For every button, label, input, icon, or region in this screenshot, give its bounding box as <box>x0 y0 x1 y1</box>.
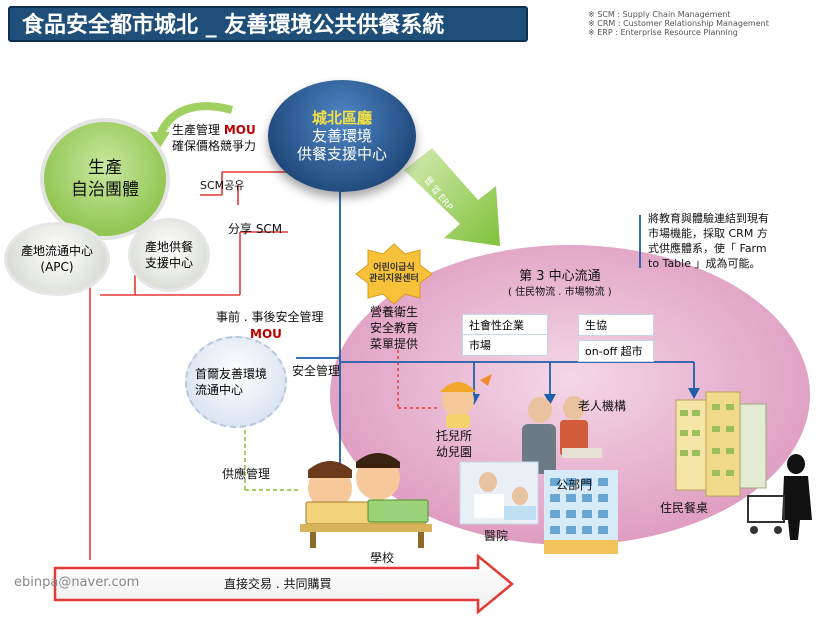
district-line-2: 友善環境 <box>311 127 372 145</box>
crm-note-line-2: 市場機能，採取 CRM 方 <box>648 227 768 240</box>
crm-note-line-1: 將教育與體驗連結到現有 <box>648 212 769 225</box>
mou-top-label: 生產管理 MOU <box>172 122 256 138</box>
district-name: 城北區廳 <box>311 109 372 127</box>
district-office-node: 城北區廳 友善環境 供餐支援中心 <box>268 80 416 192</box>
legend-crm: ※ CRM : Customer Relationship Management <box>588 19 769 28</box>
badge-line-2: 관리지원센터 <box>369 274 419 284</box>
residents-label: 住民餐桌 <box>660 501 709 515</box>
nutrition-line-2: 安全教育 <box>370 321 419 335</box>
legend: ※ SCM : Supply Chain Management ※ CRM : … <box>588 10 769 37</box>
production-line-1: 生產 <box>88 158 122 178</box>
daycare-label: 托兒所 幼兒園 <box>436 428 472 460</box>
supply-mgmt-label: 供應管理 <box>222 467 271 481</box>
crm-note-line-3: 式供應體系，使「 Farm <box>648 242 767 255</box>
channel-onoff-market: on-off 超市 <box>578 340 654 362</box>
school-label: 學校 <box>370 551 395 565</box>
hospital-label: 醫院 <box>484 529 509 543</box>
crm-note-line-4: to Table 」成為可能。 <box>648 257 761 270</box>
mou-top-line-2: 確保價格競爭力 <box>172 139 257 153</box>
badge-label: 어린이급식 관리지원센터 <box>364 263 424 285</box>
hospital-illustration <box>459 461 539 525</box>
public-building-illustration <box>544 470 618 554</box>
mou-top-text: 生產管理 <box>172 123 221 137</box>
public-label: 公部門 <box>556 478 593 492</box>
apartments-illustration <box>675 391 812 540</box>
nutrition-line-3: 菜單提供 <box>370 337 419 351</box>
local-support-node: 產地供餐 支援中心 <box>128 218 210 292</box>
direct-trade-label: 直接交易 . 共同購買 <box>224 577 332 591</box>
production-line-2: 自治團體 <box>71 180 139 200</box>
third-center-title: 第 3 中心流通 <box>519 269 601 284</box>
mou-top-mou: MOU <box>223 123 256 137</box>
crm-note: 將教育與體驗連結到現有 市場機能，採取 CRM 方 式供應體系，使「 Farm … <box>648 211 769 271</box>
erp-arrow <box>404 148 500 246</box>
channel-social-enterprise: 社會性企業 <box>462 314 548 336</box>
email-watermark: ebinpa@naver.com <box>14 575 140 590</box>
third-center-label: 第 3 中心流通 ( 住民物流 . 市場物流 ) <box>508 269 612 301</box>
share-scm-label: 分享 SCM <box>228 222 283 236</box>
apc-node: 產地流通中心 (APC) <box>4 222 110 296</box>
daycare-line-1: 托兒所 <box>436 429 473 443</box>
district-line-3: 供餐支援中心 <box>296 145 387 163</box>
nutrition-label: 營養衛生 安全教育 菜單提供 <box>370 304 418 352</box>
legend-scm: ※ SCM : Supply Chain Management <box>588 10 731 19</box>
daycare-illustration <box>440 374 492 428</box>
third-center-sub: ( 住民物流 . 市場物流 ) <box>508 287 612 298</box>
mou-label: MOU <box>250 327 282 341</box>
school-illustration <box>300 453 432 548</box>
legend-erp: ※ ERP : Enterprise Resource Planning <box>588 28 738 37</box>
local-support-line-1: 產地供餐 <box>144 240 193 254</box>
production-node: 生產 自治團體 <box>40 118 170 240</box>
capital-line-2: 流通中心 <box>195 383 244 397</box>
daycare-line-2: 幼兒園 <box>436 445 473 459</box>
elderly-label: 老人機構 <box>578 399 627 413</box>
safety-pre-post-label: 事前 . 事後安全管理 <box>216 310 324 324</box>
nutrition-line-1: 營養衛生 <box>370 305 419 319</box>
apc-line-1: 產地流通中心 <box>20 244 93 258</box>
capital-line-1: 首爾友善環境 <box>195 367 268 381</box>
page-title: 食品安全都市城北 _ 友善環境公共供餐系統 <box>8 6 528 42</box>
channel-coop: 生協 <box>578 314 654 336</box>
channel-market: 市場 <box>462 334 548 356</box>
scm-share-kr: SCM공유 <box>200 179 245 192</box>
mou-curve-arrow <box>156 102 234 137</box>
safety-mgmt-label: 安全管理 <box>292 364 341 378</box>
badge-line-1: 어린이급식 <box>373 263 415 273</box>
local-support-line-2: 支援中心 <box>144 256 193 270</box>
badge-star <box>355 243 433 305</box>
bottom-arrow <box>53 553 514 615</box>
capital-center-node: 首爾友善環境 流通中心 <box>185 336 287 428</box>
apc-line-2: (APC) <box>40 260 74 274</box>
